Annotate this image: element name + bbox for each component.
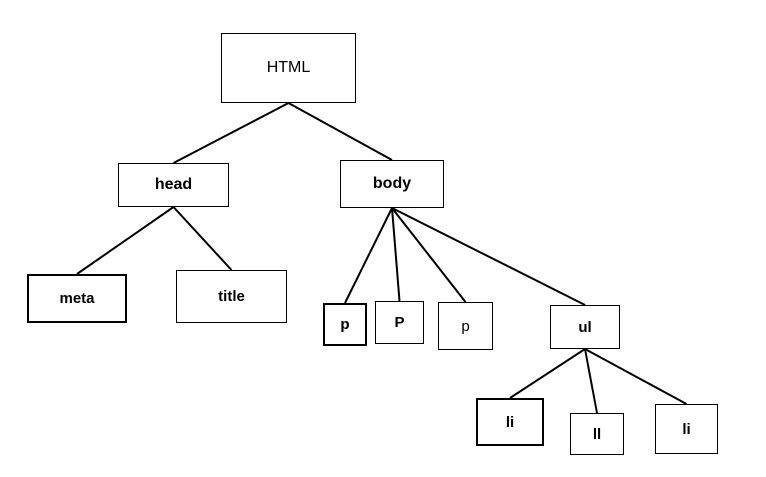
node-li2: ll [570, 413, 624, 455]
node-title: title [176, 270, 287, 323]
edge-head-meta [76, 206, 175, 275]
node-li2-label: ll [592, 425, 602, 443]
edge-ul-li2 [584, 348, 598, 414]
node-li3: li [655, 404, 718, 454]
node-li1-label: li [505, 413, 515, 431]
node-p2-label: P [394, 314, 405, 331]
edge-body-p3 [391, 207, 467, 303]
edge-body-p1 [344, 207, 393, 304]
edge-head-title [172, 206, 233, 271]
node-p3: p [438, 302, 493, 350]
edge-body-p2 [391, 207, 401, 302]
node-p1-label: p [340, 316, 350, 333]
node-body-label: body [372, 175, 412, 192]
node-p1: p [323, 303, 367, 346]
node-meta-label: meta [59, 290, 95, 307]
node-p2: P [375, 301, 424, 344]
node-ul: ul [550, 305, 620, 349]
node-meta: meta [27, 274, 127, 323]
node-body: body [340, 160, 444, 208]
node-li3-label: li [682, 420, 691, 438]
edge-ul-li1 [509, 348, 586, 399]
node-head-label: head [154, 176, 193, 193]
node-html-label: HTML [266, 59, 311, 76]
node-head: head [118, 163, 229, 207]
node-li1: li [476, 398, 544, 446]
edge-ul-li3 [584, 348, 687, 405]
node-html: HTML [221, 33, 356, 103]
edge-html-body [288, 102, 393, 161]
node-title-label: title [218, 288, 245, 305]
edge-html-head [173, 102, 289, 164]
node-ul-label: ul [578, 318, 592, 336]
node-p3-label: p [461, 317, 470, 335]
edge-body-ul [391, 207, 586, 306]
